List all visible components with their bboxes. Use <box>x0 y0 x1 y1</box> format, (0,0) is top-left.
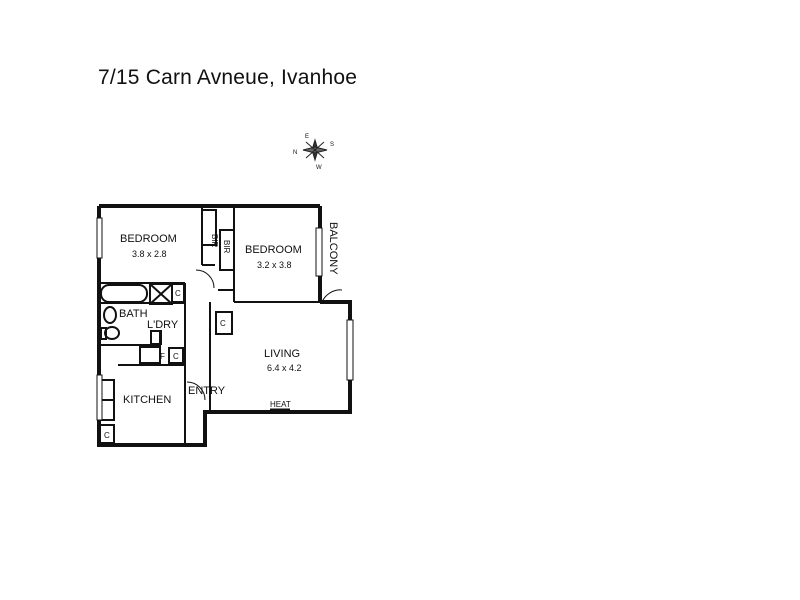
cupboard-kitchen-label: C <box>104 431 110 440</box>
bir1-label: BIR <box>210 234 219 248</box>
interior-walls <box>99 206 343 445</box>
heat-label: HEAT <box>270 400 291 409</box>
windows <box>96 217 354 421</box>
cupboard-living-label: C <box>173 352 179 361</box>
fridge-label: F <box>160 352 165 361</box>
compass-s-label: S <box>330 142 334 148</box>
balcony-label: BALCONY <box>327 222 339 275</box>
cupboard-hall-label: C <box>220 319 226 328</box>
kitchen-label: KITCHEN <box>123 394 171 406</box>
compass-rose-icon: E N S W <box>293 134 334 171</box>
cupboard-upper-label: C <box>175 289 181 298</box>
bir2-label: BIR <box>222 240 231 254</box>
living-dims: 6.4 x 4.2 <box>267 363 302 373</box>
property-address-title: 7/15 Carn Avneue, Ivanhoe <box>98 66 358 89</box>
entry-label: ENTRY <box>188 385 226 397</box>
compass-n-label: N <box>293 150 297 156</box>
bedroom2-label: BEDROOM <box>245 244 302 256</box>
compass-w-label: W <box>316 165 322 171</box>
living-label: LIVING <box>264 348 300 360</box>
bath-label: BATH <box>119 308 148 320</box>
bedroom2-dims: 3.2 x 3.8 <box>257 260 292 270</box>
laundry-label: L'DRY <box>147 319 179 331</box>
compass-e-label: E <box>305 134 309 140</box>
bedroom1-dims: 3.8 x 2.8 <box>132 249 167 259</box>
bedroom1-label: BEDROOM <box>120 233 177 245</box>
